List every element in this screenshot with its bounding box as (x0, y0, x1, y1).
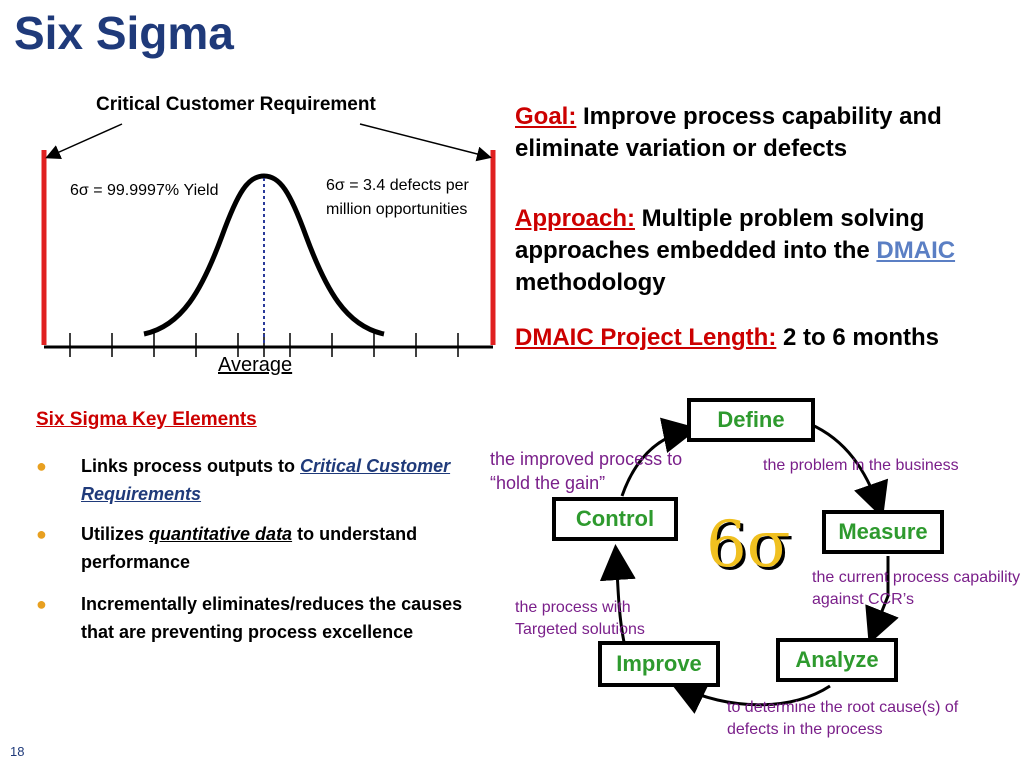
quantitative-data-emph: quantitative data (149, 524, 293, 544)
improve-box: Improve (598, 641, 720, 687)
approach-text: Multiple problem solving approaches embe… (515, 205, 925, 264)
bullet-icon: ● (36, 524, 47, 544)
project-length-block: DMAIC Project Length: 2 to 6 months (515, 322, 1015, 354)
control-box: Control (552, 497, 678, 541)
page-title: Six Sigma (14, 7, 234, 59)
six-sigma-symbol: 6σ (706, 508, 791, 582)
arrow-improve-to-control (599, 544, 636, 643)
ccr-arrow-left (45, 123, 123, 159)
arrow-analyze-to-improve (669, 681, 831, 714)
goal-label: Goal: (515, 103, 577, 130)
goal-block: Goal: Improve process capability and eli… (515, 101, 1015, 165)
ccr-label: Critical Customer Requirement (96, 94, 376, 115)
ccr-arrow-right (359, 123, 492, 162)
key-element-text: Utilizes (81, 524, 145, 544)
approach-label: Approach: (515, 205, 635, 232)
yield-label: 6σ = 99.9997% Yield (70, 182, 219, 199)
approach-text-after: methodology (515, 269, 666, 296)
project-length-value: 2 to 6 months (783, 324, 940, 351)
project-length-label: DMAIC Project Length: (515, 324, 777, 351)
control-description: the improved process to “hold the gain” (490, 449, 683, 493)
average-label: Average (218, 354, 293, 376)
normal-distribution-curve (143, 173, 385, 337)
analyze-description: to determine the root cause(s) of defect… (727, 699, 959, 738)
define-description: the problem in the business (763, 457, 959, 474)
goal-text: Improve process capability and eliminate… (515, 103, 942, 162)
key-element-text: Incrementally eliminates/reduces the cau… (81, 594, 463, 642)
arrow-control-to-define (620, 417, 699, 497)
key-element-text-after: to understand performance (81, 524, 418, 572)
approach-block: Approach: Multiple problem solving appro… (515, 203, 1015, 299)
measure-description: the current process capability against C… (812, 569, 1021, 608)
improve-description: the process with Targeted solutions (515, 599, 645, 638)
key-element-text: Links process outputs to (81, 456, 296, 476)
analyze-box: Analyze (776, 638, 898, 682)
defects-label: 6σ = 3.4 defects per million opportuniti… (326, 177, 469, 218)
arrow-measure-to-analyze (865, 556, 899, 645)
measure-box: Measure (822, 510, 944, 554)
dmaic-link[interactable]: DMAIC (876, 237, 956, 264)
bullet-icon: ● (36, 594, 47, 614)
bullet-icon: ● (36, 456, 47, 476)
define-box: Define (687, 398, 815, 442)
critical-customer-requirements-link[interactable]: Critical Customer Requirements (81, 456, 451, 504)
axis-ticks (69, 333, 459, 357)
page-number: 18 (10, 744, 25, 759)
arrow-define-to-measure (809, 422, 889, 519)
key-elements-title: Six Sigma Key Elements (36, 409, 257, 430)
